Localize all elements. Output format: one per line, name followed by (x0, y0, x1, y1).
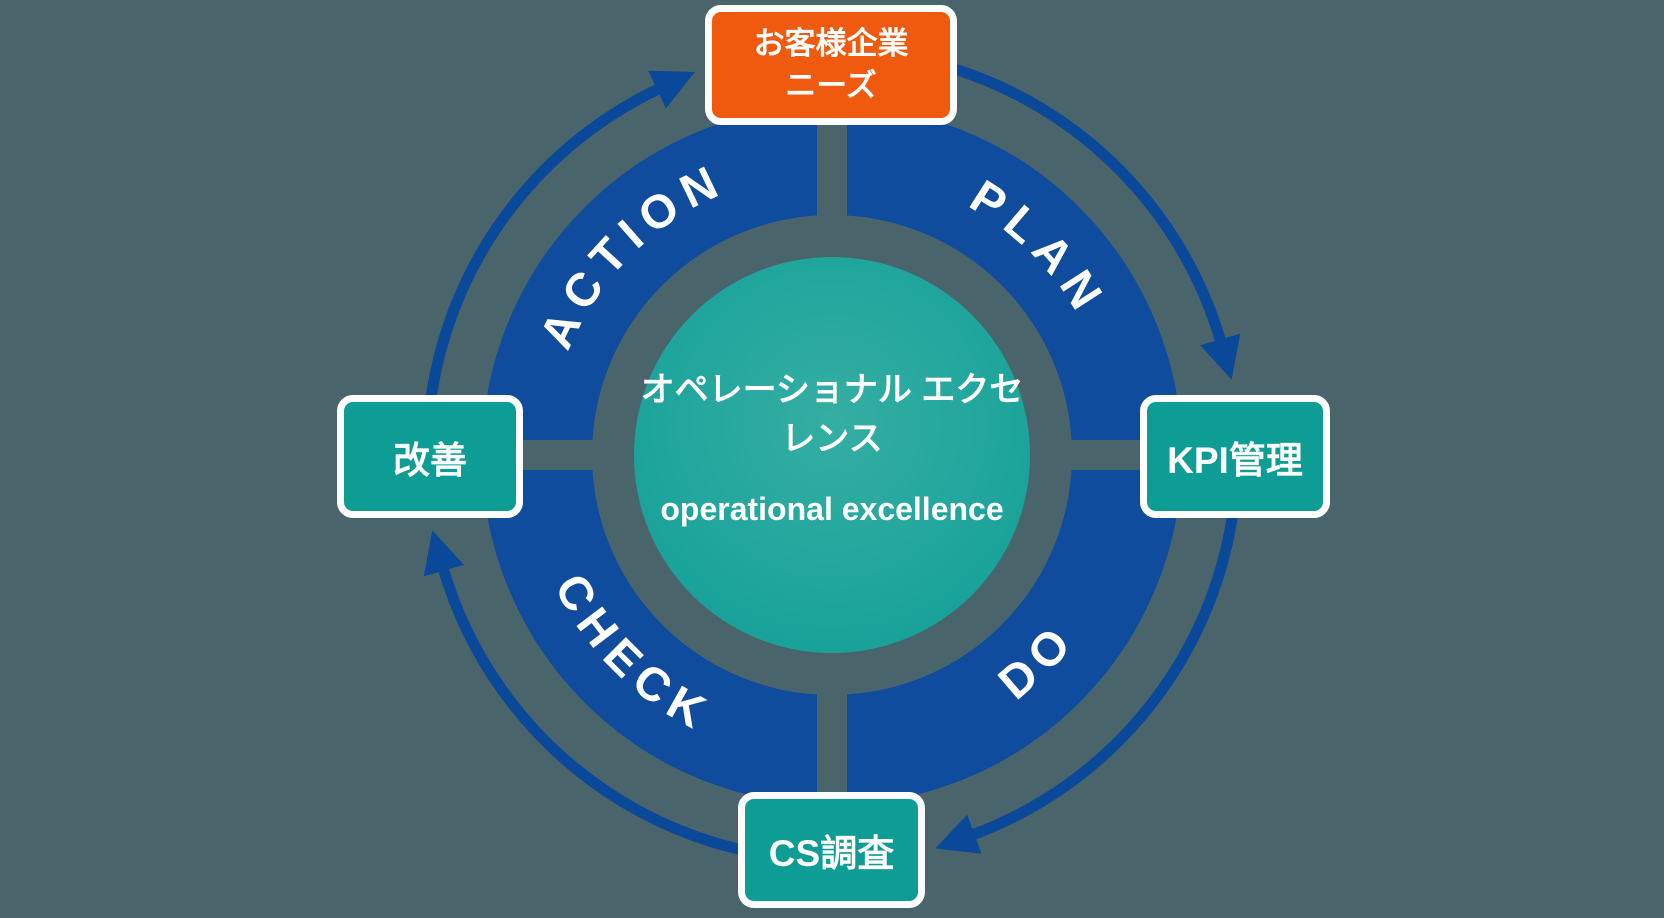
center-subtitle-en-line1: operational (660, 490, 833, 527)
cycle-arrows (421, 48, 1241, 865)
node-customer-needs: お客様企業 ニーズ (705, 5, 957, 125)
cycle-arrow-bottom-to-left (423, 530, 805, 865)
cycle-arrow-left-to-top (421, 70, 695, 442)
center-subtitle-en-line2: excellence (841, 490, 1004, 527)
node-customer-needs-label-line1: お客様企業 (753, 26, 909, 62)
node-cs-survey-label: CS調査 (768, 833, 895, 874)
node-cs-survey: CS調査 (738, 792, 925, 908)
center-circle (634, 257, 1030, 653)
node-customer-needs-label-line2: ニーズ (785, 68, 877, 103)
node-improvement-label: 改善 (393, 439, 467, 481)
center-title-jp-line1: オペレーショナル (640, 371, 912, 409)
node-kpi-management: KPI管理 (1140, 395, 1330, 518)
node-kpi-management-label: KPI管理 (1167, 439, 1303, 481)
node-improvement: 改善 (337, 395, 523, 518)
center-label: オペレーショナル エクセレンス operational excellence (632, 366, 1032, 530)
center-title-jp-line2: エクセレンス (781, 371, 1024, 459)
cycle-arrow-right-to-bottom (935, 496, 1241, 854)
